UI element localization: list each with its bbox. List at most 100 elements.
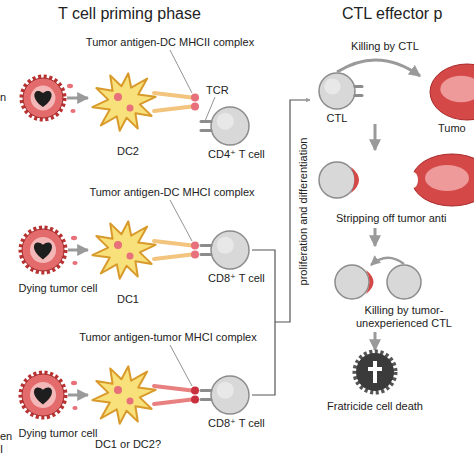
dead-cell-body xyxy=(356,353,394,391)
cell-node: CD4⁺ T cell xyxy=(210,106,250,146)
presented-antigen xyxy=(191,103,199,111)
cell-shape xyxy=(88,355,168,435)
antigen-fragment xyxy=(67,84,73,88)
tcr-receptor xyxy=(355,85,362,88)
process-arrow xyxy=(68,394,88,397)
annotation: Tumor antigen-DC MHCI complex xyxy=(72,186,272,199)
cell-node: Dying tumor cell xyxy=(18,370,68,420)
cell-label: Dying tumor cell xyxy=(14,282,102,295)
death-cross xyxy=(368,367,382,371)
tumor-cell-body xyxy=(22,229,64,271)
stripping-step xyxy=(319,154,474,206)
step-label: Stripping off tumor anti xyxy=(336,212,474,225)
process-arrow xyxy=(68,249,88,252)
tumor-cytoplasm xyxy=(30,382,56,408)
mhc-molecule xyxy=(154,93,192,98)
antigen xyxy=(127,105,134,112)
process-label: proliferation and differentiation xyxy=(297,102,310,322)
cropped-text: n xyxy=(0,91,10,104)
progression-arrow xyxy=(275,100,310,322)
cell-shape xyxy=(210,106,250,146)
cell-shape xyxy=(353,350,397,394)
cell-shape xyxy=(88,210,168,290)
naive-ctl-cell xyxy=(387,265,421,299)
cell-shape xyxy=(18,370,68,420)
tcr-receptor xyxy=(201,398,211,401)
stripped-antigen xyxy=(351,167,359,193)
cell-node: CTL xyxy=(318,72,356,110)
tumor-cytoplasm xyxy=(31,86,56,111)
cell-node: Tumo xyxy=(420,62,474,122)
antigen-fragments xyxy=(67,84,78,410)
cell-label: DC1 xyxy=(88,293,168,306)
t-cell-body xyxy=(211,231,249,269)
annotation: TCR xyxy=(206,84,236,97)
antigen xyxy=(114,386,122,394)
cell-node: DC2 xyxy=(88,62,168,142)
killing-arrow xyxy=(371,258,404,265)
antigen xyxy=(127,253,134,260)
t-cell-body xyxy=(319,73,355,109)
presented-antigen xyxy=(191,251,199,259)
section-title: CTL effector p xyxy=(342,4,474,23)
edge-label: Killing by CTL xyxy=(340,40,430,53)
nucleus-heart xyxy=(34,388,52,405)
annotation: Tumor antigen-DC MHCII complex xyxy=(70,36,270,49)
dendritic-cell-body xyxy=(92,73,155,130)
cell-node: DC1 or DC2? xyxy=(88,355,168,435)
cell-node: CD8⁺ T cell xyxy=(210,230,250,270)
antigen-fragment xyxy=(70,109,75,113)
dying-tumor-cell xyxy=(22,77,64,119)
t-cell-highlight xyxy=(217,113,234,130)
nucleus-heart xyxy=(34,91,51,107)
cell-node: Fratricide cell death xyxy=(353,350,397,394)
presented-antigen xyxy=(191,94,199,102)
tcr-receptor xyxy=(355,94,362,97)
cell-shape xyxy=(18,225,68,275)
cell-shape xyxy=(210,375,250,415)
tumor-highlight xyxy=(425,165,469,191)
t-cell-highlight xyxy=(217,237,234,254)
cropped-text: en xyxy=(0,430,16,443)
bracket xyxy=(252,250,275,395)
acquired-antigen xyxy=(366,270,374,294)
ctl-cell xyxy=(335,265,369,299)
cell-label: Tumo xyxy=(438,122,474,135)
fratricide-step xyxy=(335,258,421,299)
t-cell-body xyxy=(211,376,249,414)
mhc-molecule xyxy=(154,255,192,260)
antigen-fragment xyxy=(71,381,77,385)
mhc-molecule xyxy=(154,400,192,405)
membrane-notch xyxy=(408,172,418,188)
t-cell-highlight xyxy=(217,382,234,399)
process-arrow xyxy=(337,60,420,76)
tumor-membrane xyxy=(21,228,65,272)
antigen-fragment xyxy=(72,406,77,410)
leader-line xyxy=(170,345,192,386)
step-arrow xyxy=(374,228,377,246)
tcr-receptor xyxy=(201,253,211,256)
antigen xyxy=(114,241,122,249)
cell-label: DC2 xyxy=(88,145,168,158)
tumor-cytoplasm xyxy=(30,237,56,263)
tcr-receptor xyxy=(201,129,211,132)
tcr-receptor xyxy=(201,389,211,392)
leader-line xyxy=(170,50,192,93)
dendritic-cell-body xyxy=(92,221,155,278)
cell-shape xyxy=(420,62,474,122)
tumor-cell xyxy=(412,154,474,206)
tumor-highlight xyxy=(440,76,474,102)
step-label: Killing by tumor-unexperienced CTL xyxy=(334,304,474,330)
cell-label: CD8⁺ T cell xyxy=(208,417,284,430)
antigen xyxy=(114,93,122,101)
t-cell-highlight xyxy=(324,78,340,94)
ctl-cell xyxy=(319,162,355,198)
cell-label: CTL xyxy=(312,112,362,125)
presented-antigen xyxy=(191,242,199,250)
cell-label: CD4⁺ T cell xyxy=(208,148,284,161)
mhc-molecule xyxy=(154,386,192,391)
cell-shape xyxy=(88,62,168,142)
death-cross xyxy=(373,361,377,383)
cropped-text: I xyxy=(0,443,10,456)
step-arrow xyxy=(374,124,377,150)
